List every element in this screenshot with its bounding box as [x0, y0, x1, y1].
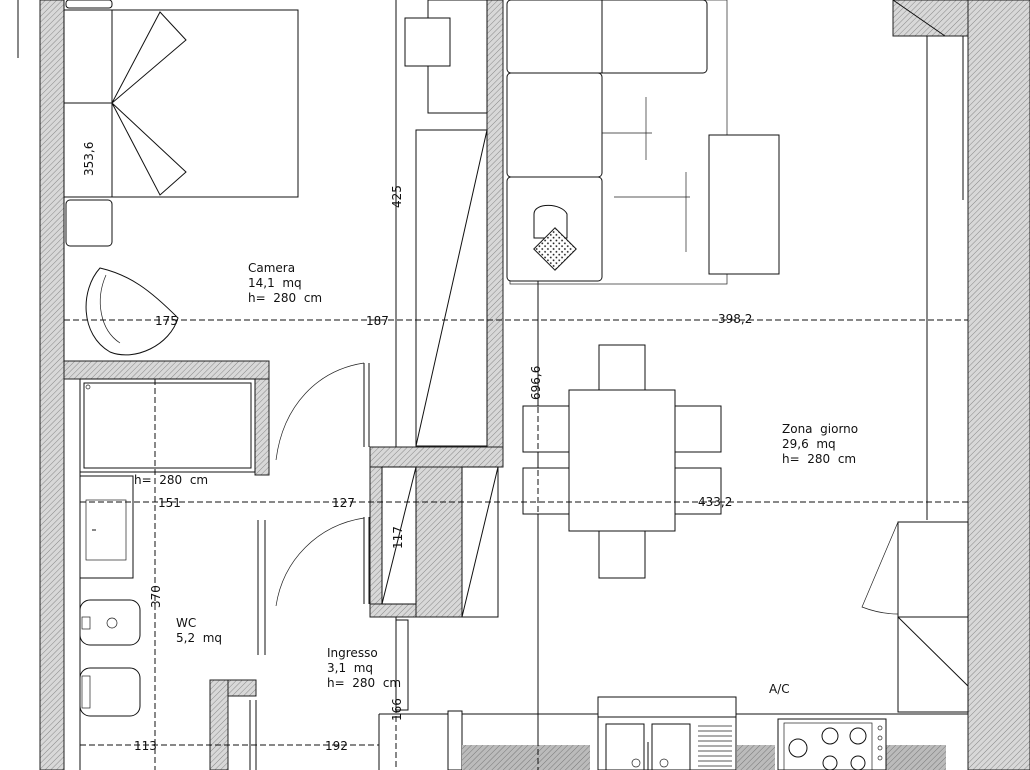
chair-right-1 [674, 405, 722, 453]
wall-bathroom-right [254, 378, 270, 476]
room-height: h= 280 cm [782, 452, 856, 466]
room-height: h= 280 cm [327, 676, 401, 690]
living-furniture [506, 0, 969, 713]
dim-113: 113 [134, 739, 157, 753]
washbasin [79, 475, 134, 579]
room-area: 29,6 mq [782, 437, 836, 451]
nightstand-bottom [65, 199, 113, 247]
wall-corridor-c [415, 466, 463, 618]
room-area: 5,2 mq [176, 631, 222, 645]
bidet [79, 599, 141, 646]
room-area: 3,1 mq [327, 661, 373, 675]
room-camera-label: Camera 14,1 mq h= 280 cm [248, 261, 322, 305]
bathtub-inner [83, 382, 252, 469]
dim-433: 433,2 [698, 495, 732, 509]
lounge-cushion [533, 227, 577, 271]
chair-right-2 [674, 467, 722, 515]
wall-left-exterior [39, 0, 65, 770]
dim-117: 117 [391, 526, 405, 549]
dim-151: 151 [158, 496, 181, 510]
room-ingresso-label: Ingresso 3,1 mq h= 280 cm [327, 646, 401, 690]
toilet [79, 667, 141, 717]
floor-strip-2 [737, 745, 775, 770]
armchair [85, 267, 179, 356]
dim-166: 166 [390, 698, 404, 721]
dim-192: 192 [325, 739, 348, 753]
ac-label: A/C [769, 682, 790, 696]
dim-127: 127 [332, 496, 355, 510]
floor-strip-1 [462, 745, 590, 770]
room-name: Zona giorno [782, 422, 858, 436]
wall-right-exterior [967, 0, 1030, 770]
lounge-chair [533, 204, 568, 239]
dim-370: 370 [149, 585, 163, 608]
stove [777, 718, 887, 770]
dim-398: 398,2 [718, 312, 752, 326]
dim-175: 175 [155, 314, 178, 328]
doors [249, 362, 463, 770]
wall-corridor-a [369, 446, 504, 468]
kitchen-unit [597, 696, 737, 718]
desk-chair [404, 17, 451, 67]
wall-corner-top-right [892, 0, 969, 37]
wall-wc-lower [227, 679, 257, 697]
dimension-texts: 353,6 425 696,6 175 187 398,2 151 127 43… [82, 142, 752, 753]
room-name: Ingresso [327, 646, 378, 660]
walls [39, 0, 1030, 770]
wall-bedroom-bottom [63, 360, 270, 380]
floor-strip-3 [886, 745, 946, 770]
tv-unit [708, 134, 780, 275]
wall-partition-upper [486, 0, 504, 466]
room-bagno-height: h= 280 cm [134, 473, 208, 487]
dim-696: 696,6 [529, 366, 543, 400]
sofa-seat-1 [506, 72, 603, 178]
chair-bottom [598, 530, 646, 579]
bedroom-furniture [63, 0, 488, 447]
room-name: WC [176, 616, 196, 630]
dimension-lines [64, 0, 968, 770]
bathroom-fixtures [79, 378, 256, 717]
room-area: 14,1 mq [248, 276, 302, 290]
nightstand-top [65, 0, 113, 9]
wall-corridor-b [369, 466, 383, 618]
dining-table [568, 389, 676, 532]
room-height: h= 280 cm [248, 291, 322, 305]
entry-closets [381, 466, 499, 711]
kitchen [462, 696, 946, 770]
room-name: Camera [248, 261, 295, 275]
dim-187: 187 [366, 314, 389, 328]
wall-wc-right [209, 679, 229, 770]
room-wc-label: WC 5,2 mq [176, 616, 222, 645]
chair-left-1 [522, 405, 570, 453]
sofa-back [506, 0, 708, 74]
wall-corridor-d [369, 603, 417, 618]
room-zona-giorno-label: Zona giorno 29,6 mq h= 280 cm [782, 422, 858, 466]
chair-top [598, 344, 646, 391]
chair-left-2 [522, 467, 570, 515]
dim-425: 425 [390, 185, 404, 208]
dim-353: 353,6 [82, 142, 96, 176]
